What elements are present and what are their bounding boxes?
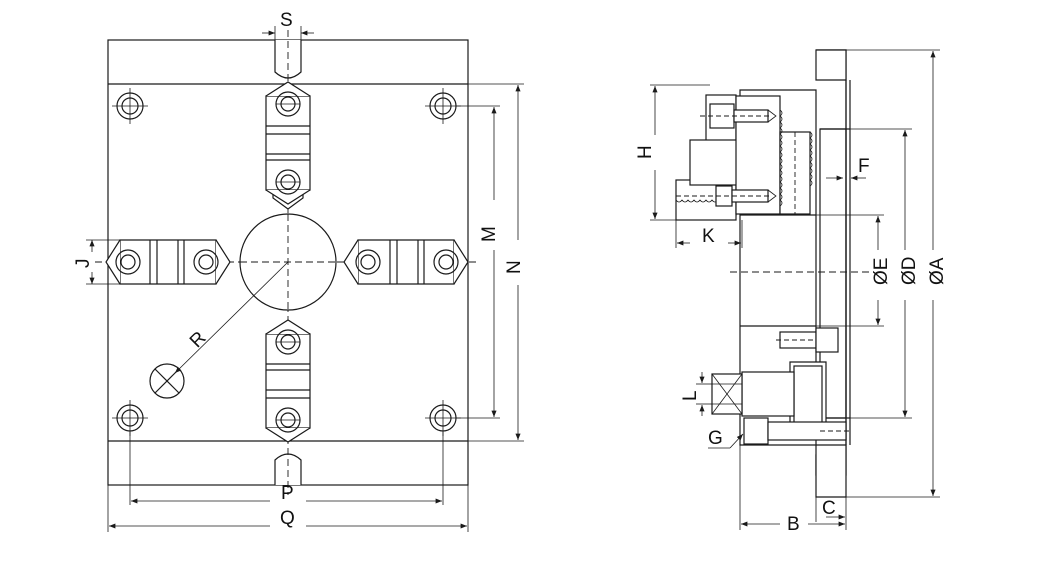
front-view: S J M N R P Q: [73, 10, 525, 532]
dim-k: [675, 220, 743, 248]
dim-h: [650, 84, 710, 221]
label-d: ØD: [899, 257, 920, 286]
label-s: S: [280, 10, 293, 31]
dim-l: [696, 372, 712, 416]
side-jaw-assembly: [675, 94, 813, 221]
dim-q: [107, 485, 469, 532]
label-l: L: [680, 390, 701, 401]
label-c: C: [822, 498, 836, 519]
corner-hole-top-right: [425, 88, 461, 124]
label-m: M: [479, 226, 500, 242]
label-q: Q: [280, 508, 295, 529]
label-b: B: [787, 514, 800, 535]
label-a: ØA: [927, 257, 948, 285]
dim-j: [86, 239, 120, 285]
dim-b: [739, 445, 847, 530]
dim-m: [456, 105, 500, 419]
dim-s: [262, 26, 314, 40]
side-view: H F K ØE ØD ØA L G B C: [635, 49, 948, 535]
side-lower-bolt: [711, 327, 850, 445]
dim-g: [708, 433, 744, 449]
label-h: H: [635, 145, 656, 159]
label-g: G: [708, 428, 723, 449]
dim-a: [846, 49, 940, 498]
corner-hole-bottom-left: [112, 400, 148, 436]
jaw-right: [343, 239, 469, 285]
jaw-left: [105, 239, 231, 285]
dim-c: [815, 497, 845, 522]
corner-hole-top-left: [112, 88, 148, 124]
label-k: K: [702, 226, 715, 247]
corner-hole-bottom-right: [425, 400, 461, 436]
r-dimension-line: [174, 261, 289, 374]
label-r: R: [186, 328, 211, 353]
jaw-bottom: [265, 319, 311, 443]
jaw-top: [265, 81, 311, 210]
label-p: P: [281, 483, 294, 504]
dim-n: [468, 83, 524, 442]
label-e: ØE: [871, 258, 892, 285]
label-n: N: [504, 260, 525, 274]
label-j: J: [73, 259, 94, 269]
dim-e: [816, 214, 884, 327]
bottom-slot: [274, 453, 302, 485]
dim-d: [850, 128, 912, 419]
label-f: F: [858, 156, 870, 177]
